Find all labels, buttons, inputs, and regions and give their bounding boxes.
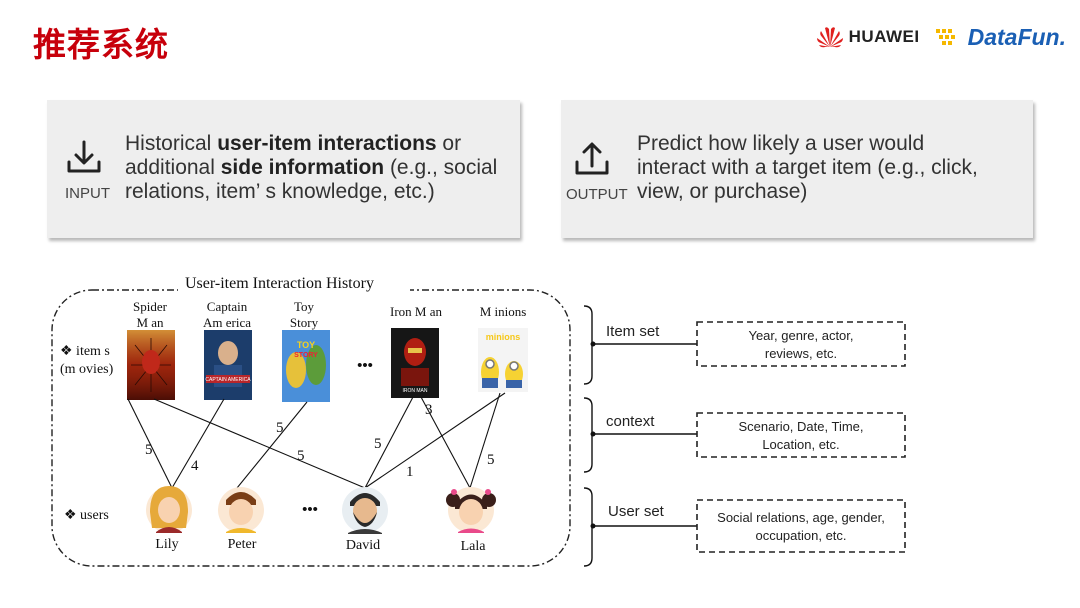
edge-captainamerica-lily [171, 398, 225, 489]
movie-title-captain-america-1: Captain [207, 299, 248, 314]
brand-logos: HUAWEI DataFun. [815, 22, 1066, 52]
svg-text:STORY: STORY [294, 352, 318, 359]
output-panel: OUTPUT Predict how likely a user would i… [561, 100, 1033, 238]
rating-label: 3 [425, 402, 433, 418]
movie-title-spider-man-2: M an [136, 315, 164, 330]
user-name-lily: Lily [155, 537, 178, 552]
input-line2-post: (e.g., social [384, 156, 498, 179]
users-label: ❖ users [64, 508, 109, 523]
svg-text:IRON MAN: IRON MAN [403, 388, 428, 394]
itemset-box-line2: reviews, etc. [765, 346, 837, 361]
input-line3: relations, item’ s knowledge, etc.) [125, 180, 435, 203]
edge-spiderman-lily [127, 398, 173, 489]
movie-title-spider-man-1: Spider [133, 299, 168, 314]
output-icon-wrap [573, 140, 611, 182]
movie-title-toy-story-2: Story [290, 315, 319, 330]
input-description: Historical user-item interactions or add… [125, 132, 515, 204]
rating-label: 5 [276, 420, 284, 436]
output-line2: interact with a target item (e.g., click… [637, 156, 978, 179]
items-label-line2: (m ovies) [60, 362, 114, 377]
rating-label: 5 [297, 448, 305, 464]
input-panel: INPUT Historical user-item interactions … [47, 100, 520, 238]
download-tray-icon [67, 140, 101, 173]
user-name-peter: Peter [228, 537, 257, 552]
iron-man-poster: IRON MAN [391, 328, 439, 398]
userset-box-line1: Social relations, age, gender, [717, 510, 885, 525]
items-label-line1: ❖ item s [60, 344, 110, 359]
userset-box-line2: occupation, etc. [755, 528, 846, 543]
movie-title-iron-man: Iron M an [390, 304, 442, 319]
datafun-wordmark: DataFun. [967, 23, 1066, 50]
movie-title-minions: M inions [480, 304, 527, 319]
output-label: OUTPUT [566, 186, 628, 203]
edge-minions-david [364, 392, 506, 489]
edge-ironman-lala [420, 396, 471, 489]
edge-toystory-peter [236, 401, 308, 489]
captain-america-poster: CAPTAIN AMERICA [204, 330, 252, 400]
context-box-line2: Location, etc. [762, 437, 839, 452]
rating-label: 5 [374, 436, 382, 452]
rating-label: 5 [145, 442, 153, 458]
rating-label: 5 [487, 452, 495, 468]
user-name-david: David [346, 538, 380, 553]
toy-story-poster: TOY STORY [282, 330, 330, 402]
female-user-icon [146, 486, 192, 533]
input-line2-bold: side information [220, 156, 385, 179]
userset-label: User set [608, 503, 665, 520]
svg-text:CAPTAIN AMERICA: CAPTAIN AMERICA [205, 377, 251, 383]
girl-user-icon [446, 487, 496, 533]
side-info-itemset: Item set Year, genre, actor, reviews, et… [583, 305, 906, 385]
movie-title-captain-america-2: Am erica [203, 315, 251, 330]
datafun-dots-icon [935, 29, 955, 45]
itemset-box-line1: Year, genre, actor, [748, 328, 853, 343]
side-info-context: context Scenario, Date, Time, Location, … [583, 397, 906, 473]
input-icon-wrap [65, 138, 103, 180]
output-line3: view, or purchase) [637, 180, 808, 203]
input-label: INPUT [65, 185, 110, 202]
huawei-wordmark: HUAWEI [848, 27, 920, 46]
interaction-edges [127, 392, 506, 489]
users-ellipsis: ••• [302, 501, 318, 518]
output-line1: Predict how likely a user would [637, 132, 925, 155]
movie-title-toy-story-1: Toy [294, 299, 315, 314]
history-frame [51, 289, 571, 567]
slide-title: 推荐系统 [33, 25, 169, 64]
input-line1-pre: Historical [125, 132, 218, 155]
context-box-line1: Scenario, Date, Time, [739, 419, 864, 434]
input-line1-post: or [436, 132, 462, 155]
frame-title: User-item Interaction History [185, 275, 374, 292]
bearded-user-icon [342, 487, 388, 534]
male-user-icon [218, 487, 264, 533]
context-label: context [606, 413, 655, 430]
rating-label: 1 [406, 464, 414, 480]
input-line2-pre: additional [125, 156, 221, 179]
items-ellipsis: ••• [357, 357, 373, 374]
frame-title-bg [178, 272, 410, 294]
output-description: Predict how likely a user would interact… [637, 132, 1029, 204]
svg-text:TOY: TOY [297, 340, 315, 350]
huawei-logo-icon [816, 27, 843, 48]
minions-poster: minions [478, 328, 528, 392]
input-line1-bold: user-item interactions [217, 132, 437, 155]
edge-minions-lala [469, 392, 501, 489]
edge-spiderman-david [153, 398, 366, 489]
user-name-lala: Lala [461, 539, 487, 554]
upload-tray-icon [575, 142, 609, 175]
svg-text:minions: minions [486, 332, 521, 342]
side-info-userset: User set Social relations, age, gender, … [583, 487, 906, 567]
rating-label: 4 [191, 458, 199, 474]
spider-man-poster [127, 330, 175, 400]
itemset-label: Item set [606, 323, 660, 340]
edge-ironman-david [364, 396, 414, 489]
